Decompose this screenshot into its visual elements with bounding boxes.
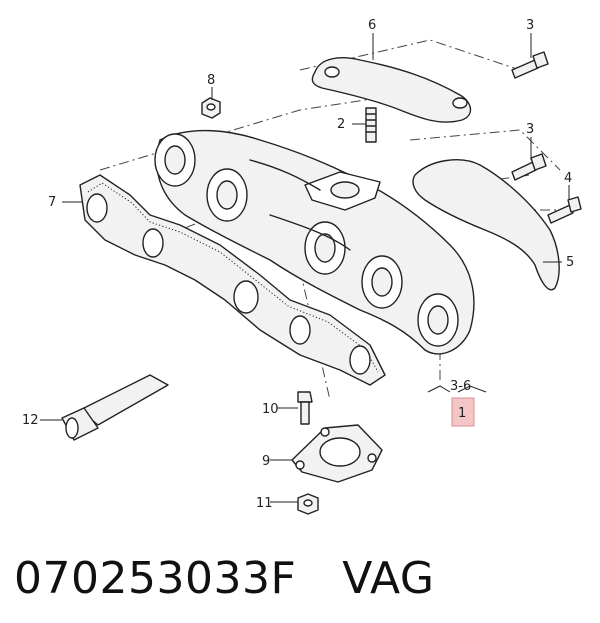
heat-shield-lower[interactable] xyxy=(412,159,560,291)
footer-part-info: 070253033F VAG xyxy=(14,538,434,618)
bolt-middle[interactable] xyxy=(511,153,547,181)
flange-gasket[interactable] xyxy=(291,424,383,483)
callout-7[interactable]: 7 xyxy=(48,195,56,210)
callout-12[interactable]: 12 xyxy=(22,413,39,428)
callout-6[interactable]: 6 xyxy=(368,18,376,33)
callout-1[interactable]: 1 xyxy=(458,406,466,421)
nut-lower[interactable] xyxy=(297,493,319,515)
callout-9[interactable]: 9 xyxy=(262,454,270,469)
callout-10[interactable]: 10 xyxy=(262,402,279,417)
callout-8[interactable]: 8 xyxy=(207,73,215,88)
stud[interactable] xyxy=(365,107,377,143)
brand-label: VAG xyxy=(342,552,435,604)
stud-bolt[interactable] xyxy=(547,196,582,224)
sealant-tube[interactable] xyxy=(61,374,169,441)
leader-lines xyxy=(40,33,570,503)
exhaust-manifold[interactable] xyxy=(154,129,475,355)
callout-3-upper[interactable]: 3 xyxy=(526,18,534,33)
callout-range-3-6: 3-6 xyxy=(450,379,471,394)
bolt-lower[interactable] xyxy=(297,391,313,425)
nut-upper[interactable] xyxy=(201,97,221,119)
part-number: 070253033F xyxy=(14,552,297,604)
callout-4[interactable]: 4 xyxy=(564,171,572,186)
heat-shield-upper[interactable] xyxy=(311,57,472,123)
callout-labels: 6 3 8 2 3 4 7 5 3-6 1 10 12 9 11 xyxy=(22,18,574,511)
exploded-parts-diagram: 6 3 8 2 3 4 7 5 3-6 1 10 12 9 11 xyxy=(22,18,582,515)
callout-11[interactable]: 11 xyxy=(256,496,273,511)
exhaust-manifold-gasket[interactable] xyxy=(79,174,386,386)
callout-2[interactable]: 2 xyxy=(337,117,345,132)
callout-3-middle[interactable]: 3 xyxy=(526,122,534,137)
bolt-upper[interactable] xyxy=(511,51,549,79)
callout-5[interactable]: 5 xyxy=(566,255,574,270)
part-1-highlight[interactable] xyxy=(451,397,475,427)
